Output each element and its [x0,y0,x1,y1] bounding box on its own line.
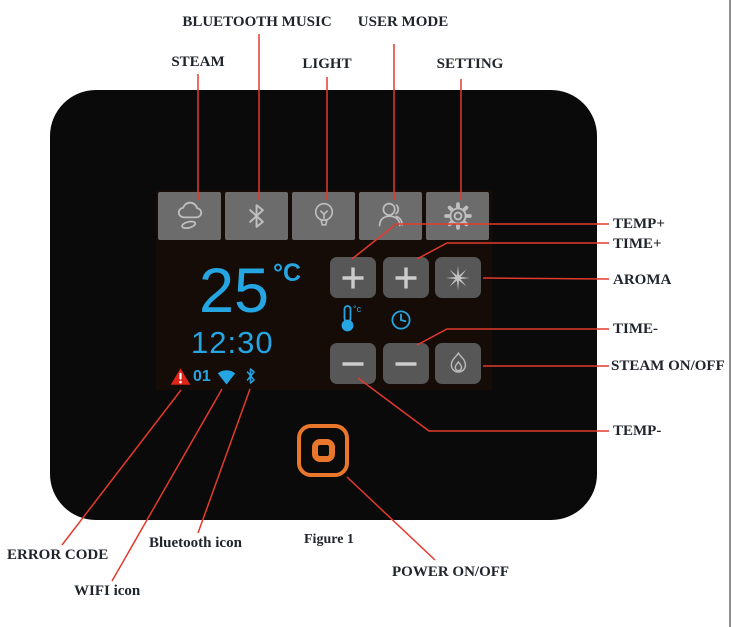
aroma-key [435,257,481,298]
thermometer-unit-glyph: °c [353,304,362,314]
callout-label-temp-minus: TEMP- [613,423,662,439]
plus-icon [342,267,364,288]
temperature-unit: °C [273,259,302,287]
power-icon [311,439,335,462]
callout-label-bluetooth-icon: Bluetooth icon [149,535,242,551]
minus-icon [342,361,364,366]
time-readout: 12:30 [191,325,274,360]
time-minus-key [383,343,429,384]
callout-label-setting: SETTING [436,56,504,72]
callout-label-user-mode: USER MODE [357,14,449,30]
callout-label-time-plus: TIME+ [613,236,662,252]
light-key [292,192,355,240]
temperature-readout: 25 [199,256,270,326]
callout-label-temp-plus: TEMP+ [613,216,665,232]
callout-label-aroma: AROMA [613,272,672,288]
plus-icon [395,267,417,288]
callout-label-light: LIGHT [302,56,352,72]
bluetooth-icon [248,204,264,228]
steam-key [158,192,221,240]
steam-toggle-key [435,343,481,384]
aroma-star-icon [446,265,470,290]
wifi-icon [217,370,236,385]
power-button [297,424,349,477]
user-icon [378,202,403,227]
page-border-line [729,0,731,627]
light-bulb-icon [314,202,333,226]
setting-key [426,192,489,240]
gear-icon [443,202,472,230]
time-plus-key [383,257,429,298]
callout-label-error-code: ERROR CODE [7,547,109,563]
steam-cloud-icon [177,201,202,230]
figure-caption: Figure 1 [304,532,354,547]
bluetooth-music-key [225,192,288,240]
thermometer-icon: °c [341,304,362,332]
clock-icon [391,310,411,330]
callout-label-bluetooth-music: BLUETOOTH MUSIC [182,14,332,30]
warning-triangle-icon [170,368,191,385]
flame-icon [450,351,467,373]
error-code-value: 01 [193,368,211,385]
callout-label-time-minus: TIME- [613,321,658,337]
minus-icon [395,361,417,366]
callout-label-power: POWER ON/OFF [392,564,510,580]
user-mode-key [359,192,422,240]
temp-plus-key [330,257,376,298]
bluetooth-small-icon [246,368,255,384]
callout-label-steam: STEAM [171,54,225,70]
temp-minus-key [330,343,376,384]
callout-label-wifi-icon: WIFI icon [74,583,141,599]
callout-label-steam-on-off: STEAM ON/OFF [611,358,725,374]
